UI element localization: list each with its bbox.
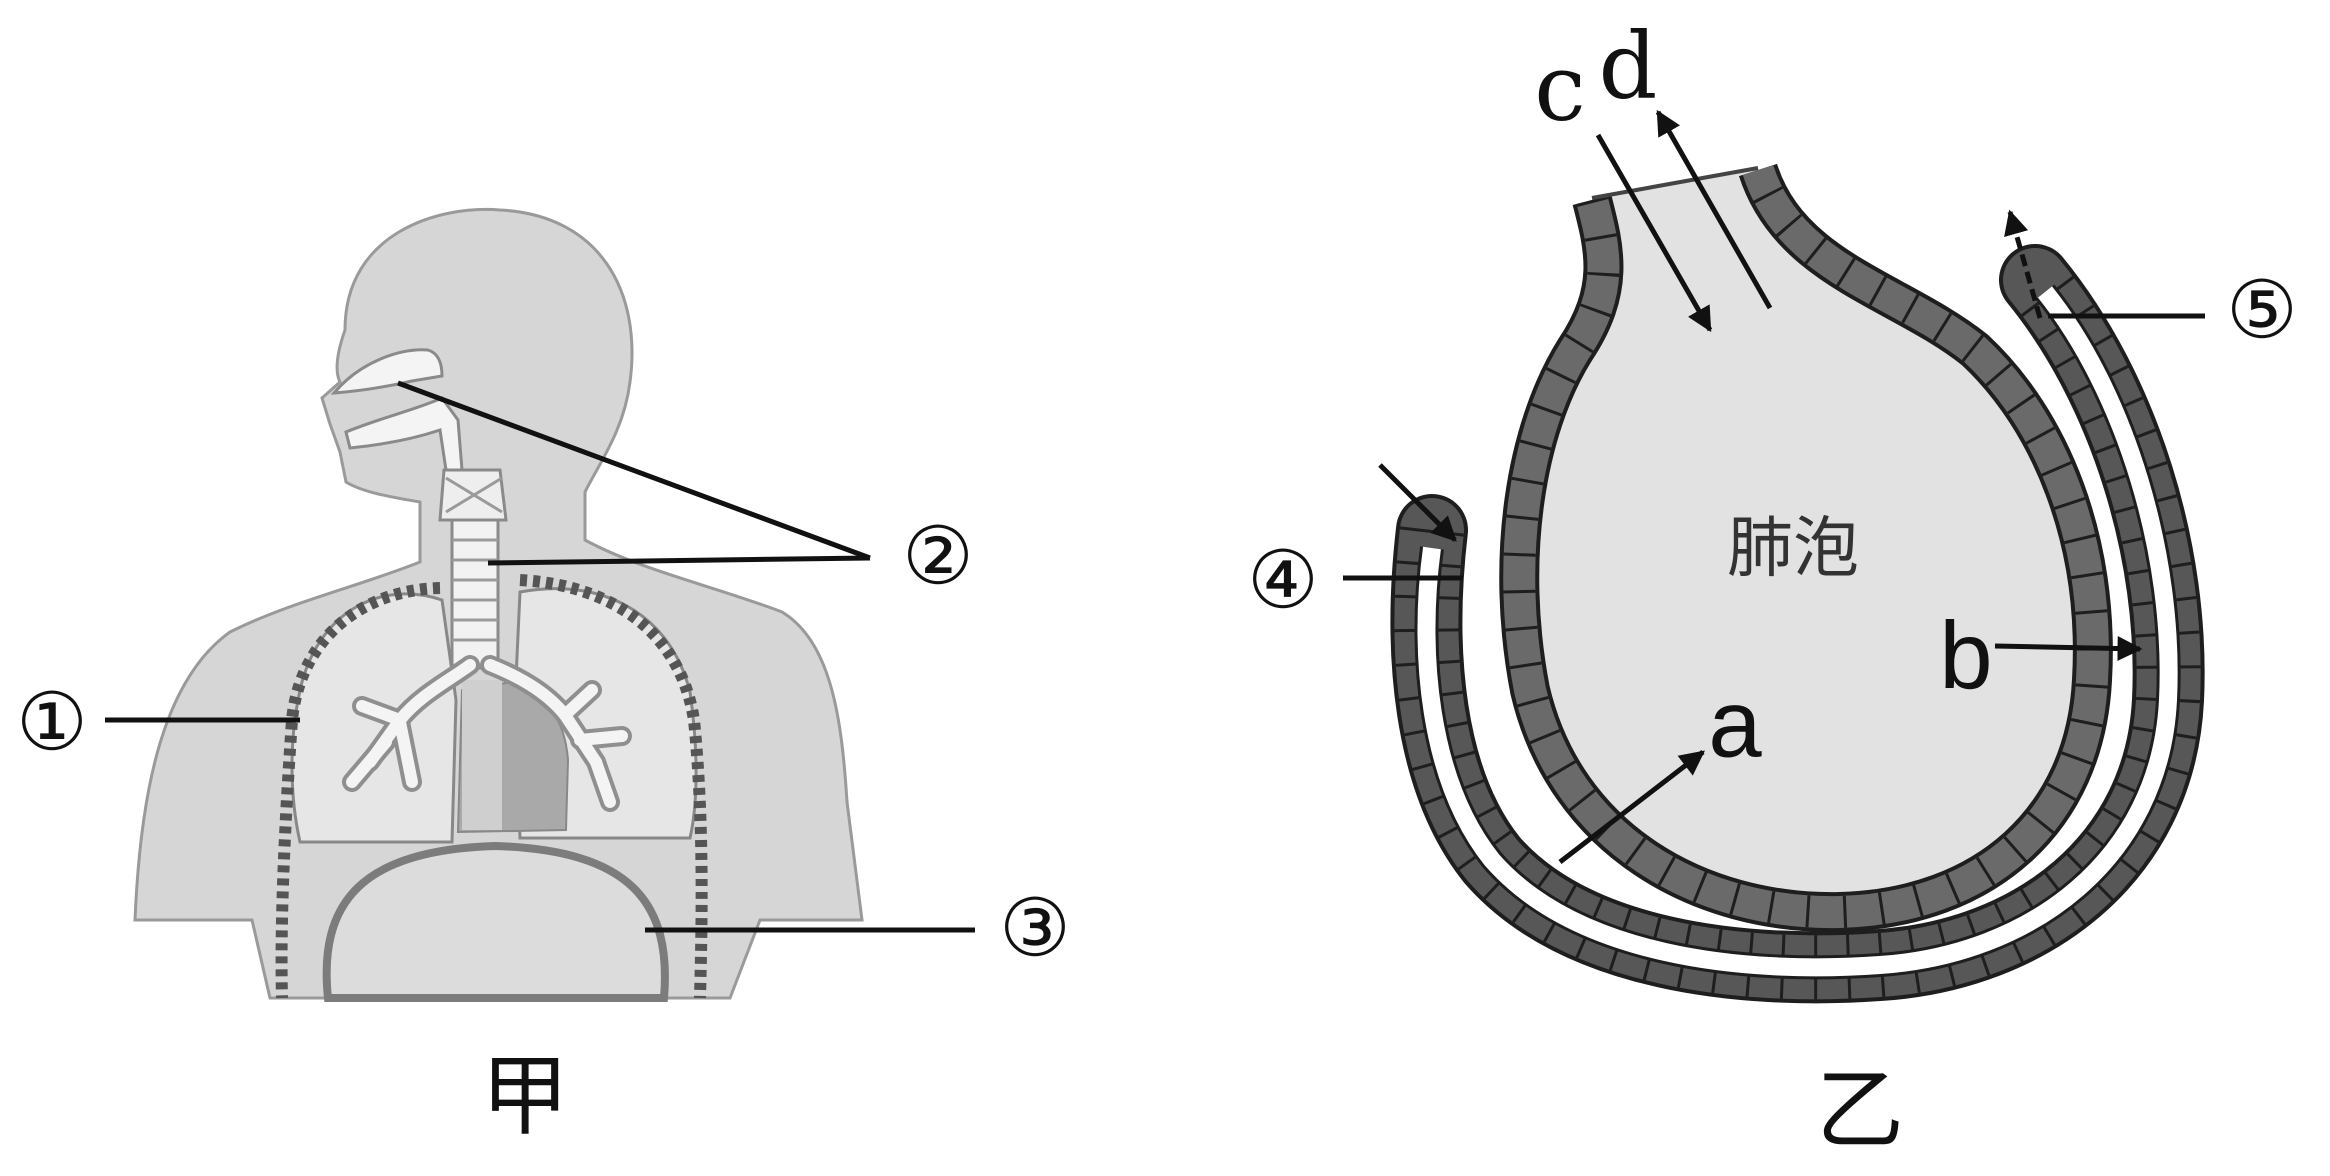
figure-yi: 肺泡 ④ ⑤ c d a b 乙: [1247, 13, 2298, 1162]
label-2-leader-upper: [397, 380, 871, 561]
arrow-a: [1558, 750, 1705, 864]
larynx-cartilage: [445, 476, 503, 514]
caption-yi: 乙: [1816, 1059, 1904, 1162]
left-bronchiole-lumen: [394, 716, 418, 788]
alveolus-label: 肺泡: [1727, 510, 1859, 587]
arrow-c: [1595, 133, 1713, 333]
label-2-leader-lower: [487, 555, 871, 566]
label-c: c: [1534, 35, 1586, 142]
bronchial-tree-lumen: [346, 659, 628, 808]
arrow-blood-in: [1378, 463, 1457, 542]
label-b: b: [1939, 603, 1992, 710]
trachea: [450, 518, 500, 670]
left-bronchiole-lumen: [346, 736, 392, 788]
left-bronchiole-lumen: [356, 700, 406, 726]
label-4: ④: [1247, 534, 1319, 627]
ribcage-left: [275, 582, 441, 999]
label-5: ⑤: [2226, 264, 2298, 357]
right-bronchiole-lumen: [559, 684, 598, 721]
capillary: [1390, 244, 2205, 1004]
diaphragm: [322, 841, 669, 1002]
mediastinum: [462, 680, 502, 830]
right-bronchiole-lumen: [574, 730, 628, 746]
right-bronchiole-lumen: [590, 756, 616, 808]
figure-jia: ① ② ③ 甲: [16, 207, 1071, 1148]
caption-jia: 甲: [481, 1045, 569, 1148]
arrow-b: [1994, 636, 2143, 662]
label-3: ③: [999, 882, 1071, 975]
label-d: d: [1599, 13, 1658, 120]
arrow-blood-out: [2004, 209, 2043, 319]
label-1: ①: [16, 676, 88, 769]
alveolus-opening: [1591, 166, 1759, 200]
capillary-lumen: [1417, 286, 2178, 977]
alveolus-wall: [1503, 164, 2109, 929]
ribcage-right: [519, 574, 708, 999]
arrow-d: [1655, 109, 1773, 310]
nasal-cavity: [330, 348, 444, 395]
label-a: a: [1708, 671, 1762, 778]
label-2: ②: [902, 510, 974, 603]
